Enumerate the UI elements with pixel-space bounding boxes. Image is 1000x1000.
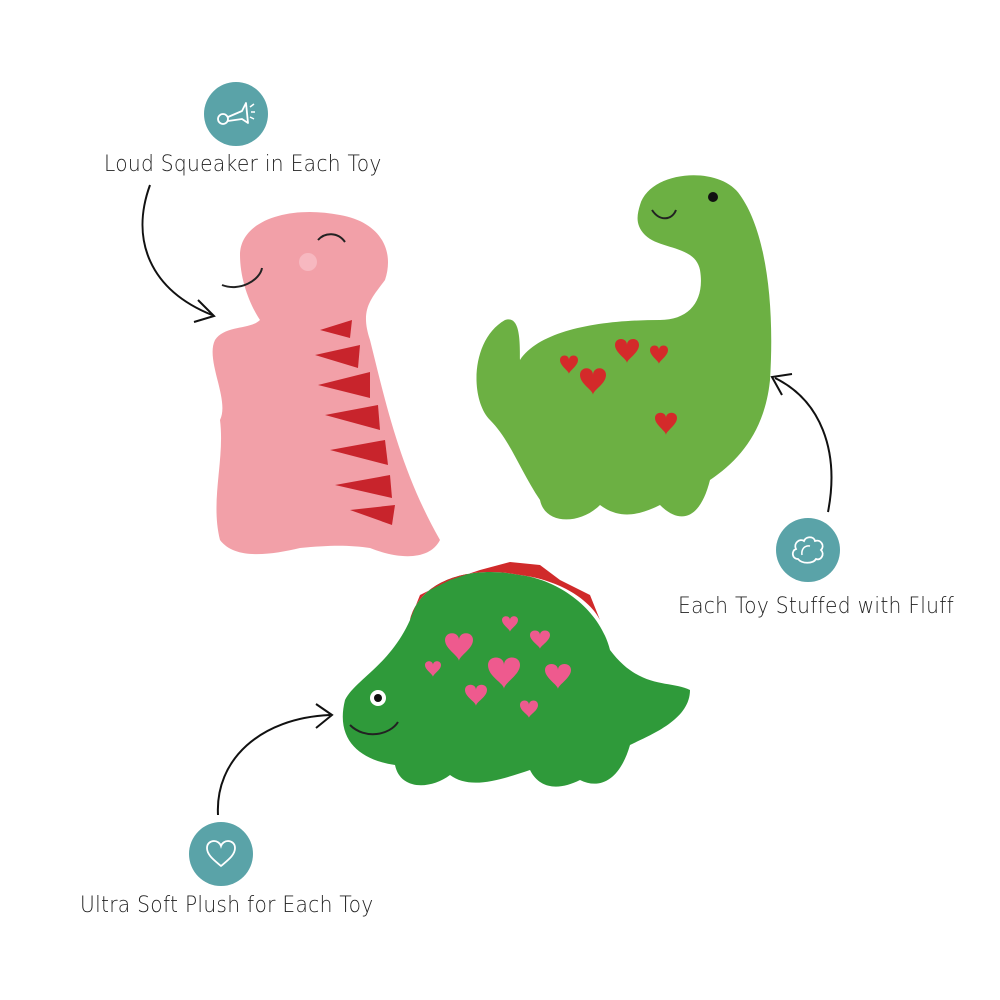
heart-icon	[206, 840, 236, 868]
fluff-cloud-icon	[791, 536, 824, 564]
horn-icon	[217, 102, 255, 125]
green-brontosaurus-toy	[476, 175, 772, 520]
green-stegosaurus-toy	[342, 562, 690, 787]
feature-badge-fluff	[776, 518, 840, 582]
pink-trex-toy	[212, 211, 440, 557]
feature-badge-squeaker	[204, 82, 268, 146]
feature-label-squeaker: Loud Squeaker in Each Toy	[104, 152, 382, 177]
feature-label-plush: Ultra Soft Plush for Each Toy	[80, 893, 374, 918]
arrow-squeaker	[141, 184, 213, 316]
arrow-plush	[216, 714, 331, 816]
feature-label-fluff: Each Toy Stuffed with Fluff	[678, 594, 955, 619]
feature-badge-plush	[189, 822, 253, 886]
heart-pattern	[560, 339, 677, 435]
arrow-fluff	[774, 377, 833, 513]
